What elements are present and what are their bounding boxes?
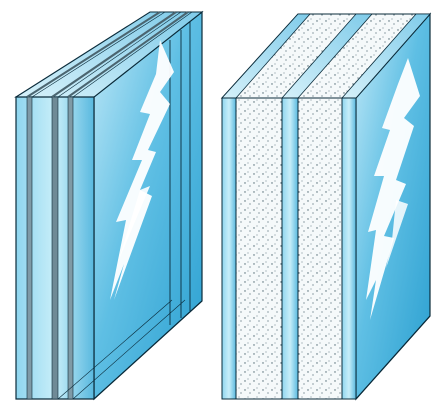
left-interlayer-3 [68,97,73,399]
right-glass-layer-3 [342,98,356,399]
left-interlayer-1 [27,97,32,399]
left-interlayer-2 [52,97,58,399]
right-glass-layer-2 [282,98,298,399]
right-core-2 [298,98,342,399]
left-glass-panel [16,12,202,399]
right-glass-panel [222,14,430,399]
right-glass-layer-1 [222,98,236,399]
right-core-1 [236,98,282,399]
